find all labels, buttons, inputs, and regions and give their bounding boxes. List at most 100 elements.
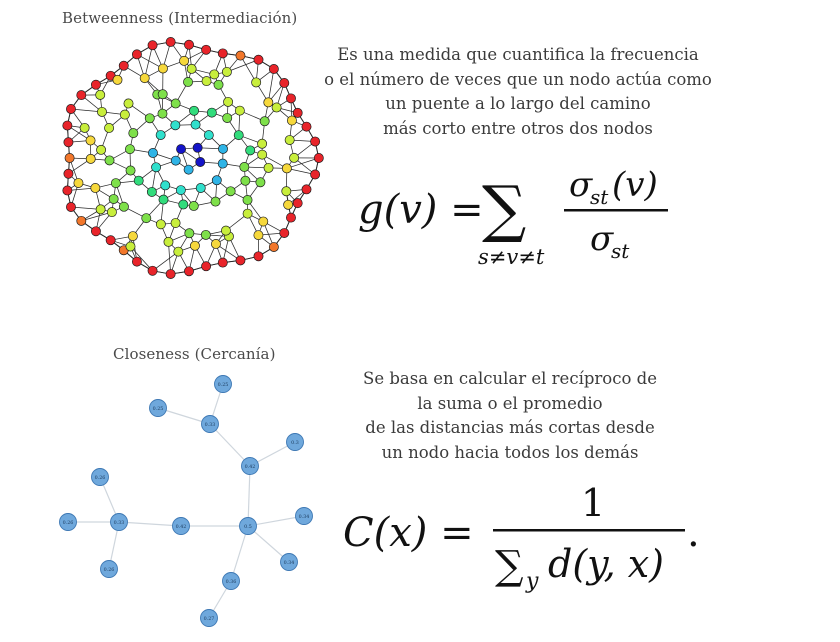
betweenness-node bbox=[62, 185, 73, 196]
closeness-node bbox=[59, 513, 77, 531]
closeness-edge bbox=[230, 525, 249, 582]
betweenness-node bbox=[188, 201, 199, 211]
betweenness-node bbox=[146, 186, 157, 197]
betweenness-node bbox=[225, 186, 236, 197]
betweenness-edge bbox=[286, 157, 319, 169]
betweenness-node bbox=[128, 128, 139, 139]
closeness-node-label: 0.26 bbox=[95, 475, 106, 481]
betweenness-node bbox=[235, 50, 246, 61]
betweenness-node bbox=[233, 130, 244, 141]
closeness-node bbox=[222, 572, 240, 590]
closeness-node-label: 0.5 bbox=[244, 524, 252, 530]
betweenness-node bbox=[240, 175, 251, 186]
betweenness-node bbox=[245, 145, 256, 156]
denominator-expression: d(y, x) bbox=[548, 542, 664, 586]
closeness-node bbox=[200, 609, 218, 627]
betweenness-node bbox=[90, 79, 101, 90]
denominator-sub: y bbox=[525, 569, 539, 594]
betweenness-node bbox=[85, 153, 96, 164]
betweenness-node bbox=[289, 152, 300, 163]
betweenness-description-line: un puente a lo largo del camino bbox=[385, 94, 651, 113]
closeness-edges bbox=[68, 383, 305, 619]
closeness-node-label: 0.34 bbox=[284, 560, 295, 566]
betweenness-edge bbox=[70, 108, 103, 113]
betweenness-node bbox=[104, 123, 115, 133]
betweenness-node bbox=[201, 76, 212, 87]
betweenness-node bbox=[118, 60, 129, 71]
closeness-description-line: la suma o el promedio bbox=[417, 393, 603, 413]
formula-lhs: g(v) = bbox=[358, 187, 484, 233]
betweenness-node bbox=[221, 66, 232, 77]
betweenness-edge bbox=[152, 251, 179, 272]
betweenness-node bbox=[123, 98, 134, 109]
numerator-argument: (v) bbox=[612, 165, 658, 205]
betweenness-node bbox=[96, 144, 107, 155]
betweenness-node bbox=[292, 107, 303, 118]
closeness-edge bbox=[157, 407, 211, 425]
betweenness-edge bbox=[267, 68, 275, 103]
betweenness-node bbox=[112, 74, 123, 85]
betweenness-node bbox=[170, 218, 181, 229]
closeness-node-label: 0.25 bbox=[218, 382, 229, 388]
betweenness-node bbox=[310, 169, 321, 180]
betweenness-node bbox=[63, 168, 74, 179]
betweenness-node bbox=[281, 186, 292, 197]
betweenness-node bbox=[170, 98, 181, 109]
betweenness-node bbox=[255, 177, 266, 188]
betweenness-node bbox=[283, 199, 294, 210]
closeness-node bbox=[149, 399, 167, 417]
betweenness-node bbox=[125, 165, 136, 176]
betweenness-edge bbox=[81, 211, 113, 222]
betweenness-node bbox=[147, 265, 158, 276]
betweenness-node bbox=[201, 44, 212, 55]
betweenness-node bbox=[292, 198, 303, 209]
closeness-node bbox=[280, 553, 298, 571]
betweenness-node bbox=[76, 90, 87, 101]
betweenness-node bbox=[170, 155, 181, 166]
betweenness-node bbox=[203, 130, 214, 141]
betweenness-node bbox=[271, 102, 282, 113]
betweenness-node bbox=[313, 153, 324, 163]
betweenness-nodes bbox=[62, 36, 324, 280]
betweenness-network-graph bbox=[62, 36, 324, 280]
betweenness-edge bbox=[240, 55, 257, 83]
betweenness-node bbox=[253, 230, 264, 241]
betweenness-node bbox=[284, 135, 295, 146]
betweenness-node bbox=[189, 240, 200, 251]
betweenness-node bbox=[125, 144, 135, 155]
betweenness-node bbox=[257, 149, 268, 160]
betweenness-title: Betweenness (Intermediación) bbox=[62, 9, 298, 27]
betweenness-node bbox=[66, 104, 76, 114]
betweenness-node bbox=[213, 79, 224, 90]
betweenness-node bbox=[95, 204, 106, 215]
betweenness-node bbox=[148, 148, 158, 158]
betweenness-edges bbox=[66, 41, 320, 275]
betweenness-edge bbox=[130, 246, 153, 272]
closeness-node-label: 0.26 bbox=[104, 567, 115, 573]
closeness-edge bbox=[209, 423, 251, 467]
denominator-sum: ∑ bbox=[495, 543, 524, 589]
closeness-edge bbox=[247, 515, 305, 527]
fraction-bar bbox=[564, 209, 668, 212]
betweenness-node bbox=[242, 208, 253, 219]
betweenness-node bbox=[62, 120, 73, 131]
closeness-node bbox=[100, 560, 118, 578]
betweenness-node bbox=[301, 121, 312, 132]
formula-period: . bbox=[687, 510, 700, 556]
betweenness-description: Es una medida que cuantifica la frecuenc… bbox=[318, 43, 718, 141]
betweenness-node bbox=[141, 213, 152, 224]
closeness-title: Closeness (Cercanía) bbox=[113, 345, 276, 363]
betweenness-edge bbox=[226, 59, 259, 73]
betweenness-node bbox=[268, 242, 279, 252]
betweenness-node bbox=[257, 138, 268, 149]
betweenness-node bbox=[195, 157, 206, 167]
betweenness-node bbox=[106, 207, 117, 218]
summation-subscript: s≠v≠t bbox=[478, 245, 545, 269]
betweenness-node bbox=[64, 153, 75, 163]
betweenness-node bbox=[189, 105, 199, 116]
closeness-node-label: 0.34 bbox=[299, 514, 310, 520]
closeness-node bbox=[239, 517, 257, 535]
betweenness-node bbox=[183, 77, 193, 87]
betweenness-node bbox=[259, 116, 270, 127]
betweenness-node bbox=[217, 48, 228, 59]
